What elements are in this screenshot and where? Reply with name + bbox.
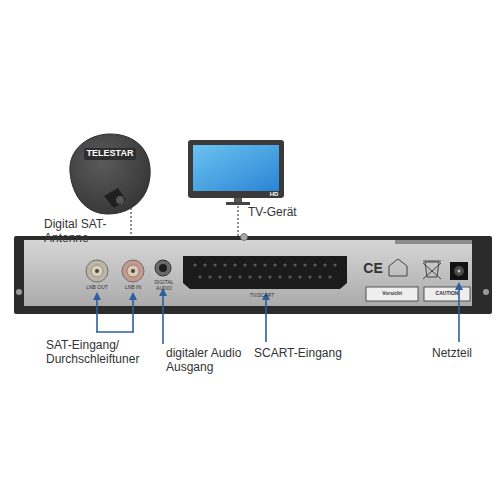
part-label: TV-Gerät <box>248 205 318 219</box>
ce-mark: CE <box>360 260 386 277</box>
warning-text: Vorsicht <box>367 290 417 296</box>
warning-text: CAUTION <box>425 290 469 296</box>
satellite-dish <box>70 134 150 214</box>
port-marking: TV/SCART <box>240 292 284 298</box>
callout-label: SCART-Eingang <box>254 346 364 360</box>
callout-label: SAT-Eingang/ Durchschleiftuner <box>46 338 164 367</box>
receiver-rear-panel <box>14 234 492 315</box>
brand-text: TELESTAR <box>82 148 138 159</box>
port-marking: DIGITAL AUDIO <box>150 279 178 291</box>
tv-set <box>188 140 284 205</box>
leader-lines <box>96 286 459 344</box>
callout-label: digitaler Audio Ausgang <box>166 346 262 375</box>
port-marking: LNB OUT <box>80 284 114 290</box>
part-label: Digital SAT-Antenne <box>44 217 128 246</box>
badge-text: HD <box>266 191 282 198</box>
callout-label: Netzteil <box>432 346 494 360</box>
port-marking: LNB IN <box>118 284 148 290</box>
dotted-cable <box>237 206 238 236</box>
